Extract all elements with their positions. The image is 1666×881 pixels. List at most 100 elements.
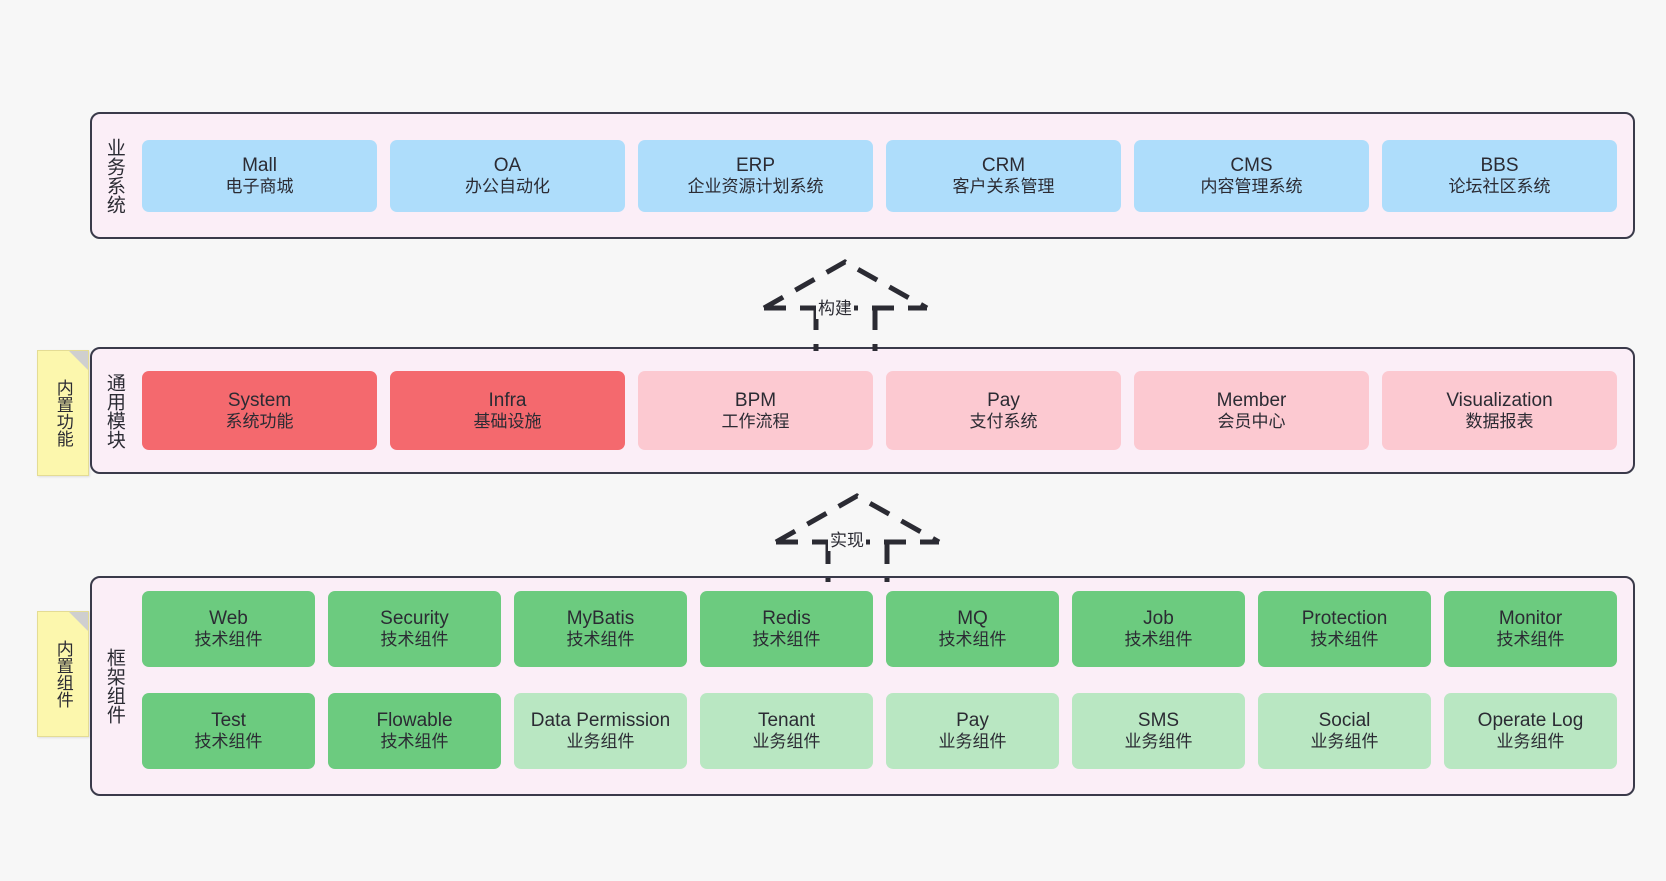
card-subtitle: 论坛社区系统 xyxy=(1448,176,1551,196)
card-subtitle: 业务组件 xyxy=(1124,731,1193,751)
card-title: Social xyxy=(1318,709,1371,731)
card-title: BPM xyxy=(734,389,777,411)
card-title: Protection xyxy=(1301,608,1388,630)
card-cms[interactable]: CMS 内容管理系统 xyxy=(1134,139,1369,212)
card-subtitle: 客户关系管理 xyxy=(952,176,1055,196)
card-title: Mall xyxy=(242,154,277,176)
card-subtitle: 支付系统 xyxy=(969,411,1038,431)
card-title: System xyxy=(227,389,292,411)
connector-realize-arrow: 实现 xyxy=(770,490,945,582)
layer-body-framework-component: Web 技术组件 Security 技术组件 MyBatis 技术组件 Redi… xyxy=(136,578,1633,794)
card-sms[interactable]: SMS 业务组件 xyxy=(1072,692,1245,769)
card-title: Redis xyxy=(762,608,811,630)
card-subtitle: 工作流程 xyxy=(721,411,790,431)
card-data-permission[interactable]: Data Permission 业务组件 xyxy=(514,692,687,769)
connector-label-realize: 实现 xyxy=(828,526,866,551)
card-title: Job xyxy=(1143,608,1174,630)
card-mq[interactable]: MQ 技术组件 xyxy=(886,591,1059,667)
card-subtitle: 技术组件 xyxy=(752,630,821,650)
framework-row-technical: Web 技术组件 Security 技术组件 MyBatis 技术组件 Redi… xyxy=(142,591,1617,680)
card-subtitle: 业务组件 xyxy=(566,731,635,751)
card-tenant[interactable]: Tenant 业务组件 xyxy=(700,692,873,769)
card-subtitle: 技术组件 xyxy=(1124,630,1193,650)
card-title: MQ xyxy=(957,608,988,630)
card-job[interactable]: Job 技术组件 xyxy=(1072,591,1245,667)
card-subtitle: 技术组件 xyxy=(1310,630,1379,650)
card-title: SMS xyxy=(1137,709,1180,731)
card-mybatis[interactable]: MyBatis 技术组件 xyxy=(514,591,687,667)
card-operate-log[interactable]: Operate Log 业务组件 xyxy=(1444,692,1617,769)
card-protection[interactable]: Protection 技术组件 xyxy=(1258,591,1431,667)
card-bpm[interactable]: BPM 工作流程 xyxy=(638,371,873,450)
framework-row-business: Test 技术组件 Flowable 技术组件 Data Permission … xyxy=(142,692,1617,782)
card-title: Operate Log xyxy=(1477,709,1584,731)
card-title: BBS xyxy=(1480,154,1519,176)
layer-title-framework-component: 框架组件 xyxy=(103,648,125,724)
card-subtitle: 数据报表 xyxy=(1465,411,1534,431)
card-infra[interactable]: Infra 基础设施 xyxy=(390,371,625,450)
card-subtitle: 技术组件 xyxy=(938,630,1007,650)
card-title: Data Permission xyxy=(530,709,671,731)
connector-label-build: 构建 xyxy=(816,294,854,319)
card-title: Pay xyxy=(956,709,989,731)
card-social[interactable]: Social 业务组件 xyxy=(1258,692,1431,769)
card-subtitle: 业务组件 xyxy=(1496,731,1565,751)
card-erp[interactable]: ERP 企业资源计划系统 xyxy=(638,139,873,212)
card-subtitle: 企业资源计划系统 xyxy=(687,176,824,196)
card-pay-component[interactable]: Pay 业务组件 xyxy=(886,692,1059,769)
card-subtitle: 技术组件 xyxy=(194,731,263,751)
layer-common-module: 通用模块 System 系统功能 Infra 基础设施 BPM 工作流程 Pay… xyxy=(90,347,1635,474)
card-title: Infra xyxy=(488,389,527,411)
card-title: Security xyxy=(380,608,449,630)
card-title: Monitor xyxy=(1498,608,1563,630)
card-security[interactable]: Security 技术组件 xyxy=(328,591,501,667)
card-title: Member xyxy=(1216,389,1287,411)
card-subtitle: 业务组件 xyxy=(938,731,1007,751)
card-subtitle: 会员中心 xyxy=(1217,411,1286,431)
connector-build-arrow: 构建 xyxy=(758,256,933,351)
card-flowable[interactable]: Flowable 技术组件 xyxy=(328,692,501,769)
layer-framework-component: 框架组件 Web 技术组件 Security 技术组件 MyBatis 技术组件 xyxy=(90,576,1635,796)
card-subtitle: 技术组件 xyxy=(380,731,449,751)
page-fold-icon xyxy=(69,351,88,370)
sticky-note-builtin-function: 内置功能 xyxy=(37,350,89,476)
card-mall[interactable]: Mall 电子商城 xyxy=(142,139,377,212)
layer-title-common-module: 通用模块 xyxy=(103,372,125,449)
card-bbs[interactable]: BBS 论坛社区系统 xyxy=(1382,139,1617,212)
card-title: MyBatis xyxy=(566,608,635,630)
card-title: ERP xyxy=(735,154,776,176)
card-subtitle: 技术组件 xyxy=(194,630,263,650)
card-subtitle: 业务组件 xyxy=(752,731,821,751)
framework-grid: Web 技术组件 Security 技术组件 MyBatis 技术组件 Redi… xyxy=(142,578,1617,794)
sticky-note-label: 内置功能 xyxy=(53,379,73,447)
card-title: OA xyxy=(493,154,522,176)
card-title: CMS xyxy=(1230,154,1273,176)
card-subtitle: 办公自动化 xyxy=(465,176,550,196)
card-title: Tenant xyxy=(757,709,816,731)
card-monitor[interactable]: Monitor 技术组件 xyxy=(1444,591,1617,667)
sticky-note-label: 内置组件 xyxy=(53,640,73,708)
card-test[interactable]: Test 技术组件 xyxy=(142,692,315,769)
card-title: CRM xyxy=(981,154,1026,176)
card-visualization[interactable]: Visualization 数据报表 xyxy=(1382,371,1617,450)
card-subtitle: 内容管理系统 xyxy=(1200,176,1303,196)
card-member[interactable]: Member 会员中心 xyxy=(1134,371,1369,450)
layer-body-common-module: System 系统功能 Infra 基础设施 BPM 工作流程 Pay 支付系统… xyxy=(136,349,1633,472)
card-title: Flowable xyxy=(376,709,453,731)
card-title: Pay xyxy=(987,389,1020,411)
card-title: Test xyxy=(211,709,246,731)
card-subtitle: 基础设施 xyxy=(473,411,542,431)
card-subtitle: 电子商城 xyxy=(225,176,294,196)
card-oa[interactable]: OA 办公自动化 xyxy=(390,139,625,212)
sticky-note-builtin-component: 内置组件 xyxy=(37,611,89,737)
card-subtitle: 技术组件 xyxy=(380,630,449,650)
card-pay-module[interactable]: Pay 支付系统 xyxy=(886,371,1121,450)
card-subtitle: 技术组件 xyxy=(1496,630,1565,650)
card-subtitle: 业务组件 xyxy=(1310,731,1379,751)
card-system[interactable]: System 系统功能 xyxy=(142,371,377,450)
layer-business-system: 业务系统 Mall 电子商城 OA 办公自动化 ERP 企业资源计划系统 CRM… xyxy=(90,112,1635,239)
card-web[interactable]: Web 技术组件 xyxy=(142,591,315,667)
card-redis[interactable]: Redis 技术组件 xyxy=(700,591,873,667)
card-title: Visualization xyxy=(1446,389,1553,411)
card-crm[interactable]: CRM 客户关系管理 xyxy=(886,139,1121,212)
